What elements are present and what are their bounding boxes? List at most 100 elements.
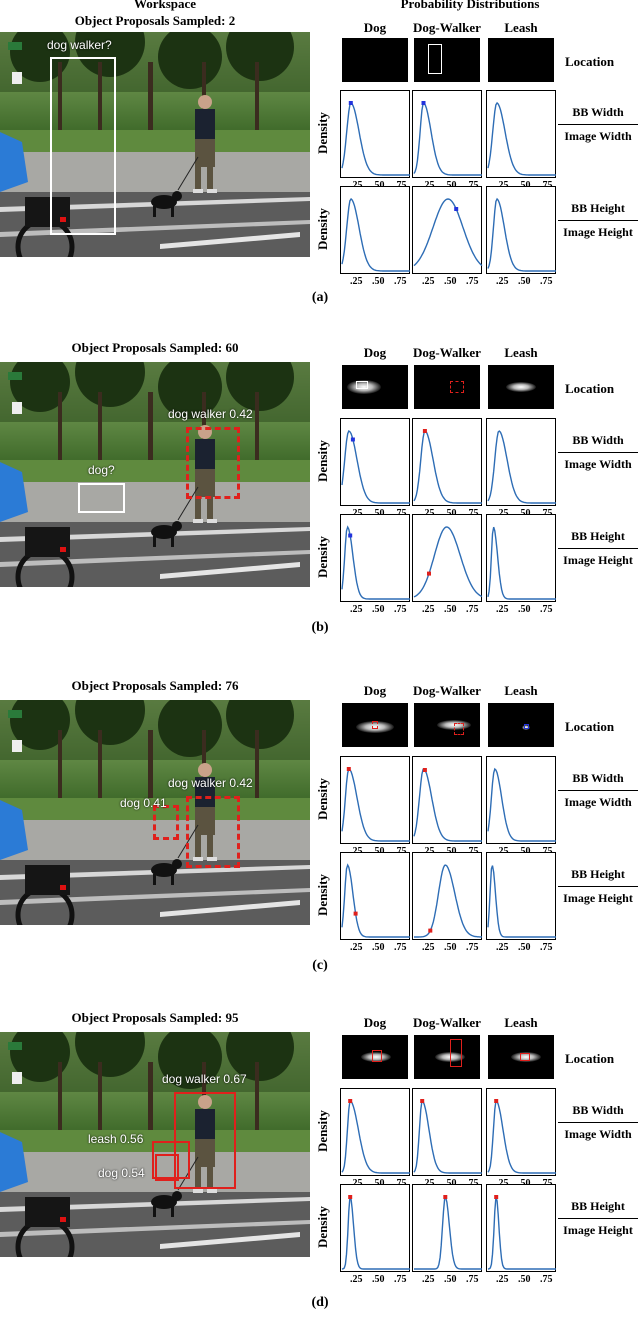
location-box (450, 381, 464, 393)
tick-label: .75 (540, 1178, 553, 1189)
panel-a: Object Proposals Sampled: 2 (0, 0, 640, 330)
width-density-plot (412, 756, 482, 844)
tick-label: .25 (496, 604, 509, 615)
tick-label: .50 (372, 276, 385, 287)
tick-label: .75 (540, 942, 553, 953)
tick-label: .25 (422, 1178, 435, 1189)
tick-label: .50 (372, 846, 385, 857)
density-curve (487, 101, 556, 176)
sample-marker (420, 1099, 425, 1103)
panel-b: Object Proposals Sampled: 60 (0, 330, 640, 660)
panel-caption: (a) (311, 290, 329, 305)
panel-caption: (b) (311, 620, 329, 635)
density-curve (341, 1099, 410, 1174)
location-heatmap (488, 365, 554, 409)
tick-label: .75 (540, 180, 553, 191)
ratio-divider (558, 1218, 638, 1219)
tick-label: .75 (540, 276, 553, 287)
tick-label: .50 (372, 604, 385, 615)
density-line (341, 1195, 410, 1270)
column-label: Leash (504, 345, 538, 360)
tick-label: .75 (466, 942, 479, 953)
location-box (520, 1053, 530, 1061)
scene-photo: dog walker 0.42 dog? (0, 362, 310, 587)
box-label: dog walker 0.67 (162, 1072, 247, 1086)
tick-label: .75 (394, 276, 407, 287)
tick-label: .50 (444, 276, 457, 287)
density-curve (487, 865, 556, 938)
tick-label: .25 (496, 1178, 509, 1189)
bounding-box (186, 427, 240, 499)
panel-d: Object Proposals Sampled: 95 (0, 1000, 640, 1330)
sample-marker (421, 101, 426, 105)
panel-title: Object Proposals Sampled: 76 (71, 678, 239, 693)
density-curve (341, 101, 410, 176)
tick-label: .50 (518, 180, 531, 191)
height-density-plot (412, 186, 483, 274)
density-line (487, 526, 556, 600)
sample-marker (427, 571, 431, 576)
tick-label: .50 (518, 276, 531, 287)
density-line (413, 102, 482, 176)
ratio-divider (558, 452, 638, 453)
box-label: dog walker 0.42 (168, 776, 253, 790)
heat-glow (506, 382, 536, 392)
density-curve (413, 526, 483, 598)
density-line (487, 1197, 556, 1270)
tick-label: .75 (466, 180, 479, 191)
width-density-plot (340, 1088, 410, 1176)
height-density-plot (486, 514, 556, 602)
sample-marker (348, 101, 353, 105)
density-curve (341, 525, 410, 600)
density-line (487, 767, 556, 842)
tick-label: .25 (496, 1274, 509, 1285)
tick-label: .25 (350, 942, 363, 953)
density-line (413, 430, 482, 504)
panel-title: Object Proposals Sampled: 95 (71, 1010, 239, 1025)
density-curve (341, 197, 410, 272)
tick-label: .25 (496, 276, 509, 287)
location-box (372, 721, 378, 729)
density-line (414, 864, 483, 938)
location-heatmap (414, 1035, 480, 1079)
location-heatmap (414, 38, 480, 82)
location-heatmap (414, 703, 480, 747)
height-density-plot (412, 852, 483, 940)
width-density-plot (340, 756, 410, 844)
location-heatmap (342, 38, 408, 82)
tick-label: .25 (422, 276, 435, 287)
tick-label: .25 (496, 846, 509, 857)
box-label: dog walker 0.42 (168, 407, 253, 421)
density-axis-label: Density (315, 778, 330, 820)
tick-label: .50 (372, 942, 385, 953)
tick-label: .50 (518, 508, 531, 519)
panel-c: Object Proposals Sampled: 76 (0, 668, 640, 998)
heat-glow (347, 380, 381, 394)
height-density-plot (486, 852, 556, 940)
tick-label: .50 (372, 508, 385, 519)
tick-label: .50 (518, 604, 531, 615)
bounding-box (155, 1154, 179, 1181)
sample-marker (494, 1195, 499, 1199)
density-line (414, 1195, 482, 1270)
density-axis-label: Density (315, 1206, 330, 1248)
tick-label: .50 (372, 180, 385, 191)
tick-label: .50 (518, 846, 531, 857)
box-label: dog? (88, 463, 115, 477)
sample-marker (346, 767, 351, 771)
density-line (487, 865, 556, 938)
height-density-plot (486, 186, 556, 274)
scene-photo: dog walker? (0, 32, 310, 257)
width-density-plot (340, 90, 410, 178)
tick-label: .50 (444, 846, 457, 857)
location-heatmap (414, 365, 480, 409)
location-row-label: Location (565, 719, 615, 734)
density-axis-label: Density (315, 208, 330, 250)
density-curve (413, 768, 482, 842)
tick-label: .50 (518, 1178, 531, 1189)
density-axis-label: Density (315, 440, 330, 482)
height-density-plot (340, 852, 410, 940)
location-row-label: Location (565, 54, 615, 69)
